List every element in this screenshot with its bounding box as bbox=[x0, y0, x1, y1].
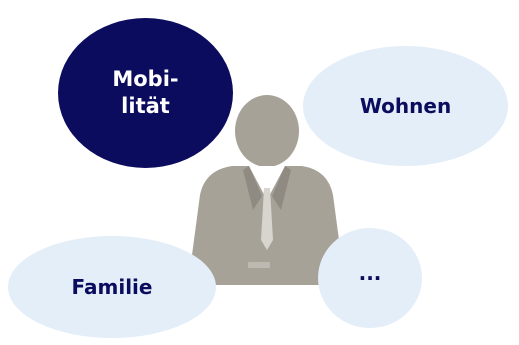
bubble-familie[interactable]: Familie bbox=[8, 236, 216, 338]
bubble-mobilitaet[interactable]: Mobi- lität bbox=[58, 18, 233, 168]
person-tie bbox=[261, 188, 273, 250]
bubble-familie-label: Familie bbox=[71, 275, 153, 299]
person-lapel-right bbox=[272, 166, 291, 210]
suit-badge bbox=[248, 262, 270, 268]
person-lapel-left bbox=[243, 166, 262, 210]
bubble-wohnen-label: Wohnen bbox=[359, 94, 452, 118]
bubble-more-label: ... bbox=[358, 261, 382, 285]
person-collar bbox=[249, 166, 285, 200]
bubble-mobilitaet-line1: Mobi- bbox=[112, 67, 179, 91]
bubble-mobilitaet-line2: lität bbox=[121, 94, 170, 118]
person-head bbox=[235, 95, 299, 167]
bubble-more[interactable]: ... bbox=[318, 228, 422, 328]
bubble-wohnen[interactable]: Wohnen bbox=[303, 46, 508, 166]
